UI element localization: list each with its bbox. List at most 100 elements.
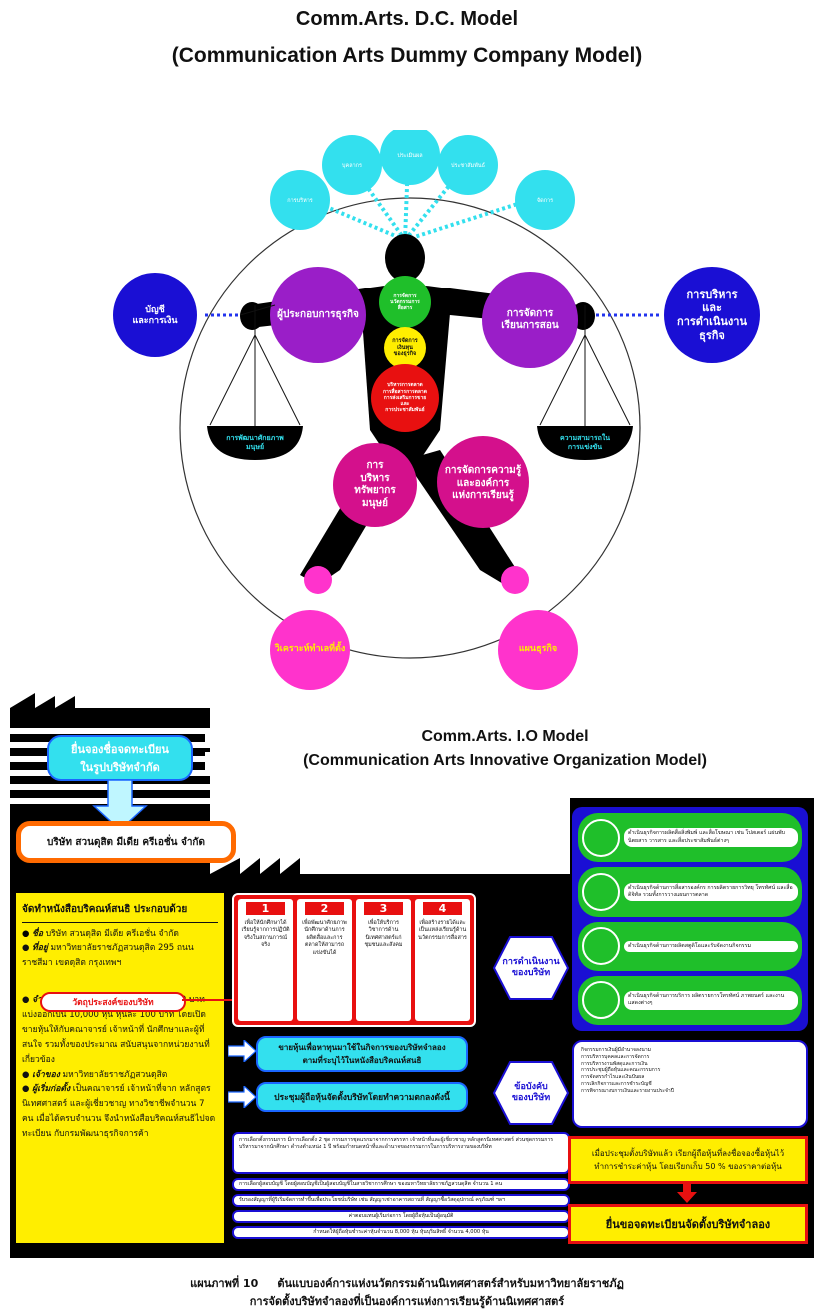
svg-text:จัดการ: จัดการ <box>537 197 553 204</box>
chest-yellow-label: การจัดการ เงินทุน ของธุรกิจ <box>392 337 418 358</box>
agreement-row-3-text: ค่าตอบแทนผู้เริ่มก่อการ โดยผู้ถือหุ้นเป็… <box>348 1213 454 1219</box>
foot-right-label: แผนธุรกิจ <box>518 644 558 655</box>
regulations-panel: กิจกรรมการเงินผู้มีอำนาจลงนาม การบริหารบ… <box>572 1040 808 1128</box>
left-scale-pan <box>207 426 303 460</box>
shareholders-payment-text: เมื่อประชุมตั้งบริษัทแล้ว เรียกผู้ถือหุ้… <box>591 1149 785 1171</box>
caption-line-2: การจัดตั้งบริษัทจำลองที่เป็นองค์การแห่งก… <box>249 1295 565 1308</box>
sell-shares-box: ขายหุ้นเพื่อหาทุนมาใช้ในกิจการของบริษัทจ… <box>256 1036 468 1072</box>
left-side-label: บัญชี และการเงิน <box>132 304 178 326</box>
sell-arrow-icon <box>228 1040 256 1062</box>
left-side-bubble <box>113 273 197 357</box>
caption-label: แผนภาพที่ 10 <box>190 1277 259 1290</box>
company-name-text: บริษัท สวนดุสิต มีเดีย ครีเอชั่น จำกัด <box>47 836 205 848</box>
operations-panel: ดำเนินธุรกิจการผลิตสื่อสิ่งพิมพ์ และสื่อ… <box>572 807 808 1031</box>
regulation-4: การประชุมผู้ถือหุ้นและคณะกรรมการ <box>581 1067 661 1074</box>
operation-dot-1 <box>582 818 620 857</box>
objective-col-1: 1 เพื่อให้นักศึกษาได้เรียนรู้จากการปฏิบั… <box>238 899 293 1021</box>
regulations-label: ข้อบังคับ ของบริษัท <box>511 1081 551 1103</box>
sell-shares-text: ขายหุ้นเพื่อหาทุนมาใช้ในกิจการของบริษัทจ… <box>278 1043 446 1065</box>
objective-num-4: 4 <box>423 902 462 915</box>
memorandum-panel: จัดทำหนังสือบริคณห์สนธิ ประกอบด้วย ● ชื่… <box>16 893 224 1243</box>
final-down-arrow-icon <box>677 1184 697 1203</box>
objective-col-2: 2 เพื่อพัฒนาศักยภาพนักศึกษาด้านการผลิตสื… <box>297 899 352 1021</box>
regulation-3: การบริหารงานพัสดุและการเงิน <box>581 1060 648 1067</box>
outer-ring <box>179 197 641 659</box>
memo-owner-label: เจ้าของ <box>32 1069 60 1080</box>
foot-right-circle <box>501 566 529 594</box>
operations-hexagon <box>492 936 570 1000</box>
left-arm-label: ผู้ประกอบการธุรกิจ <box>277 308 359 320</box>
memo-addr-label: ที่อยู่ <box>32 943 48 954</box>
right-side-label: การบริหาร และ การดำเนินงาน ธุรกิจ <box>677 287 747 342</box>
objective-text-2: เพื่อพัฒนาศักยภาพนักศึกษาด้านการผลิตสื่อ… <box>302 920 347 956</box>
regulation-2: การบริหารบุคคลและการจัดการ <box>581 1053 650 1060</box>
operation-item-2: ดำเนินธุรกิจด้านการสื่อสารองค์กร การผลิต… <box>578 867 802 917</box>
operation-text-1: ดำเนินธุรกิจการผลิตสื่อสิ่งพิมพ์ และสื่อ… <box>624 828 798 847</box>
agreement-row-2: รับรองสัญญาที่ผู้ริเริ่มจัดการทำขึ้นเพื่… <box>232 1194 570 1207</box>
lower-right-label: การจัดการความรู้ และองค์การ แห่งการเรียน… <box>444 465 522 502</box>
io-model-title: Comm.Arts. I.O Model <box>205 728 805 746</box>
operation-text-3: ดำเนินธุรกิจด้านการผลิตสตูดิโอและรับจัดง… <box>624 940 798 952</box>
memo-owner: มหาวิทยาลัยราชภัฏสวนดุสิต <box>59 1069 168 1080</box>
lower-left-circle <box>333 443 417 527</box>
right-arm-circle <box>482 272 578 368</box>
memo-addr: มหาวิทยาลัยราชภัฏสวนดุสิต 295 ถนนราชสีมา… <box>22 943 194 969</box>
register-name-text: ยื่นจองชื่อจดทะเบียน ในรูปบริษัทจำกัด <box>71 743 169 774</box>
regulation-7: การพิจารณางบการเงินและรายงานประจำปี <box>581 1087 674 1094</box>
objective-text-4: เพื่อสร้างรายได้และเป็นแหล่งเรียนรู้ด้าน… <box>418 920 467 941</box>
memo-name: บริษัท สวนดุสิต มีเดีย ครีเอชั่น จำกัด <box>43 928 179 939</box>
objective-col-4: 4 เพื่อสร้างรายได้และเป็นแหล่งเรียนรู้ด้… <box>415 899 470 1021</box>
svg-text:บุคลากร: บุคลากร <box>342 163 362 169</box>
foot-left-circle <box>304 566 332 594</box>
regulation-5: การจัดสรรกำไรและเงินปันผล <box>581 1074 645 1080</box>
caption-text-1: ต้นแบบองค์การแห่งนวัตกรรมด้านนิเทศศาสตร์… <box>277 1277 624 1290</box>
chest-yellow <box>384 327 426 369</box>
objective-num-3: 3 <box>364 902 403 915</box>
chest-green <box>379 276 431 328</box>
operation-dot-2 <box>582 872 620 911</box>
memorandum-title: จัดทำหนังสือบริคณห์สนธิ ประกอบด้วย <box>22 901 218 923</box>
regulation-6: การเลิกกิจการและการชำระบัญชี <box>581 1080 652 1087</box>
memo-founder-row: ● ผู้เริ่มก่อตั้ง เป็นคณาจารย์ เจ้าหน้าท… <box>22 1084 216 1139</box>
objectives-panel: 1 เพื่อให้นักศึกษาได้เรียนรู้จากการปฏิบั… <box>232 893 476 1027</box>
shareholders-payment-box: เมื่อประชุมตั้งบริษัทแล้ว เรียกผู้ถือหุ้… <box>568 1136 808 1184</box>
memo-name-label: ชื่อ <box>32 928 43 939</box>
top-bubble-2 <box>322 135 382 195</box>
objective-num-1: 1 <box>246 902 285 915</box>
operation-item-4: ดำเนินธุรกิจด้านการบริการ ผลิตรายการโทรท… <box>578 975 802 1025</box>
operation-dot-4 <box>582 981 620 1020</box>
objective-text-1: เพื่อให้นักศึกษาได้เรียนรู้จากการปฏิบัติ… <box>241 920 290 949</box>
objective-num-2: 2 <box>305 902 344 915</box>
lower-right-circle <box>437 436 529 528</box>
top-bubble-5 <box>515 170 575 230</box>
right-side-bubble <box>664 267 760 363</box>
agreement-row-1: การเลือกผู้สอบบัญชี โดยผู้สอบบัญชีเป็นผู… <box>232 1178 570 1191</box>
meeting-arrow-icon <box>228 1086 256 1108</box>
objective-col-3: 3 เพื่อให้บริการวิชาการด้านนิเทศศาสตร์แก… <box>356 899 411 1021</box>
right-scale-label: ความสามารถใน การแข่งขัน <box>559 434 611 451</box>
lower-left-label: การ บริหาร ทรัพยากร มนุษย์ <box>354 460 396 509</box>
svg-text:ประชาสัมพันธ์: ประชาสัมพันธ์ <box>451 162 485 169</box>
down-arrow-icon <box>92 780 148 832</box>
company-name-box: บริษัท สวนดุสิต มีเดีย ครีเอชั่น จำกัด <box>16 821 236 863</box>
meeting-box: ประชุมผู้ถือหุ้นจัดตั้งบริษัทโดยทำความตก… <box>256 1082 468 1112</box>
chest-green-label: การจัดการ นวัตกรรมการ สื่อสาร <box>390 292 420 312</box>
left-scale <box>209 304 301 435</box>
operation-text-2: ดำเนินธุรกิจด้านการสื่อสารองค์กร การผลิต… <box>624 882 798 902</box>
final-register-box: ยื่นขอจดทะเบียนจัดตั้งบริษัทจำลอง <box>568 1204 808 1244</box>
memo-founder-label: ผู้เริ่มก่อตั้ง <box>32 1084 71 1095</box>
objective-label-text: วัตถุประสงค์ของบริษัท <box>72 998 154 1008</box>
operation-dot-3 <box>582 927 620 966</box>
memo-founder: เป็นคณาจารย์ เจ้าหน้าที่จาก หลักสูตรนิเท… <box>22 1084 216 1139</box>
objective-text-3: เพื่อให้บริการวิชาการด้านนิเทศศาสตร์แก่ช… <box>364 920 403 949</box>
agreement-row-4-text: กำหนดให้ผู้ถือหุ้นชำระค่าหุ้นจำนวน 8,000… <box>313 1229 489 1235</box>
top-bubble-1 <box>270 170 330 230</box>
regulations-hexagon <box>492 1061 570 1125</box>
foot-left-bubble <box>270 610 350 690</box>
right-scale-pan <box>537 426 633 460</box>
operation-item-3: ดำเนินธุรกิจด้านการผลิตสตูดิโอและรับจัดง… <box>578 921 802 971</box>
dc-model-title: Comm.Arts. D.C. Model <box>295 8 519 30</box>
dc-model-diagram: การบริหาร บุคลากร ประเมินผล ประชาสัมพันธ… <box>113 130 760 690</box>
objective-connector <box>182 999 232 1001</box>
right-scale <box>539 305 631 435</box>
